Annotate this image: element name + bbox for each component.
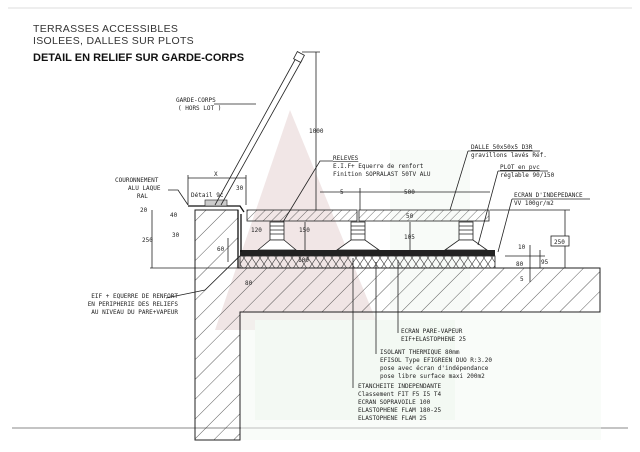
dim-10: 10 (518, 244, 526, 251)
dim-80-bottom: 80 (245, 280, 253, 287)
label-line: pose avec écran d'indépendance (380, 365, 489, 372)
label-line: VV 100gr/m2 (514, 200, 554, 207)
label-isolant: ISOLANT THERMIQUE 80mm EFISOL Type EFIGR… (380, 349, 492, 380)
title-line-2: ISOLEES, DALLES SUR PLOTS (33, 35, 194, 47)
label-line: ETANCHEITE INDEPENDANTE (358, 383, 441, 390)
dimension-lines (150, 51, 570, 282)
label-line: ALU LAQUE (128, 185, 161, 192)
dim-30-left: 30 (172, 232, 180, 239)
dim-40: 40 (170, 212, 178, 219)
label-pare-vapeur: ECRAN PARE-VAPEUR EIF+ELASTOPHENE 25 (401, 328, 466, 343)
label-line: GARDE-CORPS (176, 97, 216, 104)
dim-500: 500 (404, 189, 415, 196)
dim-5-joint: 5 (340, 189, 344, 196)
dim-150: 150 (299, 227, 310, 234)
dim-x: X (214, 171, 218, 178)
label-line: COURONNEMENT (115, 177, 159, 184)
label-line: EFISOL Type EFIGREEN DUO R:3.20 (380, 357, 492, 364)
label-releves: RELEVES E.I.F+ Equerre de renfort Finiti… (333, 155, 431, 178)
label-line: ECRAN PARE-VAPEUR (401, 328, 463, 335)
label-line: ELASTOPHENE FLAM 180-25 (358, 407, 441, 414)
label-garde-corps: GARDE-CORPS ( HORS LOT ) (176, 97, 221, 112)
label-line: EN PERIPHERIE DES RELIEFS (88, 301, 179, 308)
dim-100: 100 (298, 257, 309, 264)
pedestal (443, 221, 489, 251)
label-line: EIF+ELASTOPHENE 25 (401, 336, 466, 343)
label-line: RELEVES (333, 155, 359, 162)
label-line: réglable 90/150 (500, 172, 555, 179)
dim-80-right: 80 (516, 261, 524, 268)
label-line: DALLE 50x50x5 D3R (471, 144, 533, 151)
label-line: ECRAN D'INDEPEDANCE (514, 192, 583, 199)
dimension-labels: 1000 X 30 20 40 250 30 60 120 150 100 80… (140, 128, 570, 287)
title-main: DETAIL EN RELIEF SUR GARDE-CORPS (33, 52, 244, 64)
pedestal (256, 221, 298, 251)
dim-5-bottom: 5 (520, 276, 524, 283)
label-line: PLOT en pvc (500, 164, 540, 171)
label-line: ( HORS LOT ) (178, 105, 221, 112)
label-line: EIF + EQUERRE DE RENFORT (91, 293, 178, 300)
label-line: Classement FIT F5 I5 T4 (358, 391, 441, 398)
pedestal (335, 221, 381, 251)
label-line: ISOLANT THERMIQUE 80mm (380, 349, 460, 356)
label-plot: PLOT en pvc réglable 90/150 (500, 164, 555, 179)
dim-105: 105 (404, 234, 415, 241)
dim-95: 95 (541, 259, 549, 266)
dim-250-box (550, 235, 570, 247)
label-line: ELASTOPHENE FLAM 25 (358, 415, 427, 422)
guardrail (214, 51, 305, 206)
dim-250-right: 250 (554, 239, 565, 246)
dim-60: 60 (217, 246, 225, 253)
leader-lines (165, 103, 590, 388)
paving-slabs (246, 209, 490, 222)
label-couronnement: COURONNEMENT ALU LAQUE RAL (115, 177, 161, 200)
dim-1000: 1000 (309, 128, 324, 135)
label-eif-equerre: EIF + EQUERRE DE RENFORT EN PERIPHERIE D… (88, 293, 179, 316)
label-line: AU NIVEAU DU PARE+VAPEUR (91, 309, 178, 316)
dim-120: 120 (251, 227, 262, 234)
concrete-structure (194, 209, 601, 441)
dim-30-top: 30 (236, 185, 244, 192)
label-line: RAL (137, 193, 148, 200)
label-line: E.I.F+ Equerre de renfort (333, 163, 424, 170)
label-line: pose libre surface maxi 200m2 (380, 373, 485, 380)
label-line: gravillons lavés Réf. (471, 152, 547, 159)
dim-250-left: 250 (142, 237, 153, 244)
label-ecran-independance: ECRAN D'INDEPEDANCE VV 100gr/m2 (514, 192, 583, 207)
label-line: ECRAN SOPRAVOILE 100 (358, 399, 431, 406)
detail-tag: Détail 9c (191, 192, 224, 199)
title-line-1: TERRASSES ACCESSIBLES (33, 23, 178, 35)
label-line: Finition SOPRALAST 50TV ALU (333, 171, 431, 178)
label-etancheite: ETANCHEITE INDEPENDANTE Classement FIT F… (358, 383, 441, 422)
dim-20: 20 (140, 207, 148, 214)
dim-50: 50 (406, 213, 414, 220)
label-dalle: DALLE 50x50x5 D3R gravillons lavés Réf. (471, 144, 547, 159)
insulation-layer (237, 210, 496, 269)
